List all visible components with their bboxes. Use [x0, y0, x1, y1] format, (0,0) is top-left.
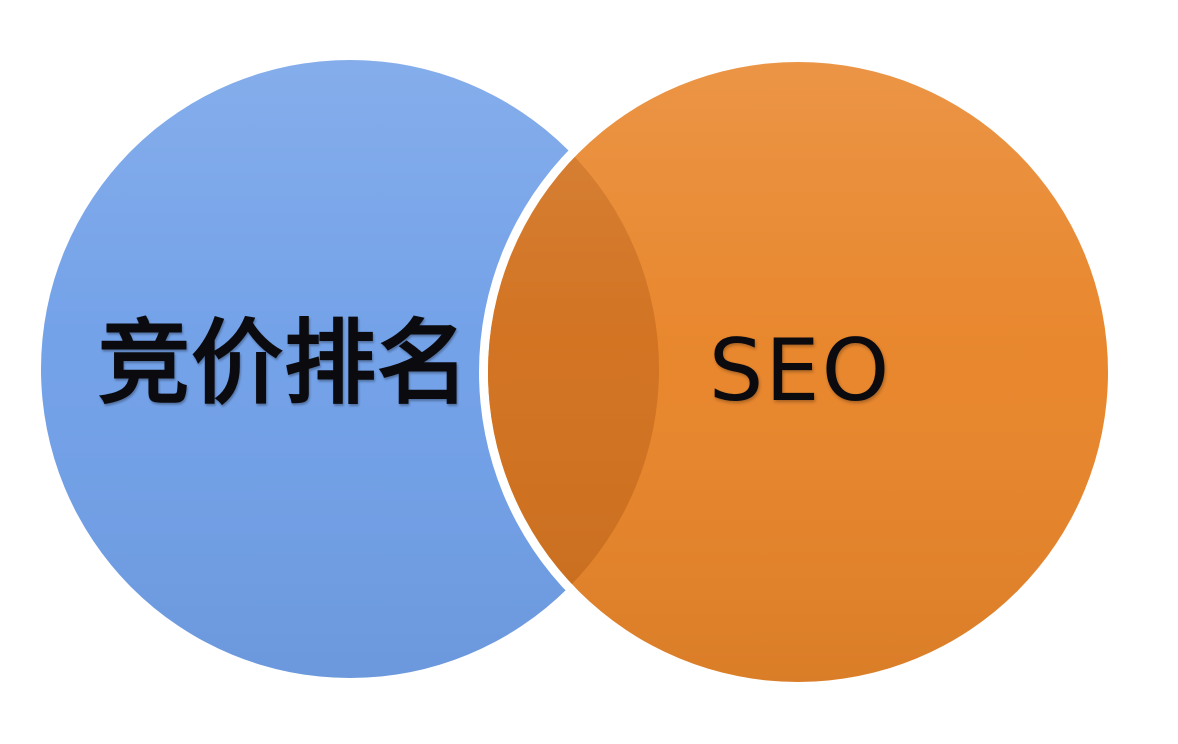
- venn-circle-left[interactable]: [41, 60, 659, 678]
- venn-circle-left-sheen: [41, 60, 659, 678]
- venn-circle-right[interactable]: [488, 62, 1108, 682]
- venn-label-right: SEO: [708, 321, 892, 421]
- venn-circle-right-sheen: [488, 62, 1108, 682]
- venn-label-left: 竞价排名: [97, 310, 470, 417]
